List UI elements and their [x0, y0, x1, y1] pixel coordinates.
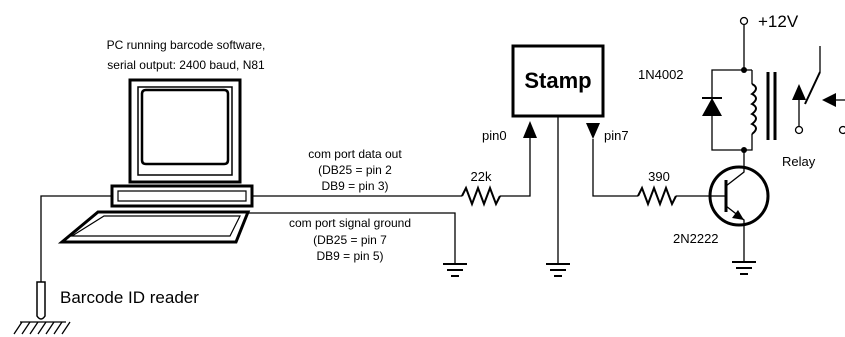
stamp-ground-symbol-icon: [546, 263, 570, 277]
resistor-22k-label: 22k: [471, 169, 492, 184]
ground-symbol-icon: [443, 263, 467, 277]
pc-computer-icon: [57, 78, 254, 244]
pc-caption-line1: PC running barcode software,: [107, 38, 266, 52]
resistor-22k-icon: [461, 185, 501, 207]
com-ground-title: com port signal ground: [289, 216, 411, 230]
supply-label: +12V: [758, 12, 799, 31]
transistor-ground-symbol-icon: [732, 261, 756, 275]
pin0-arrow-icon: [523, 121, 537, 138]
pin0-wire: [500, 126, 531, 197]
resistor-390-label: 390: [648, 169, 670, 184]
resistor-390-icon: [637, 185, 677, 207]
relay-label: Relay: [782, 154, 816, 169]
diode-icon: [702, 69, 744, 151]
stamp-box: [511, 44, 605, 118]
stamp-pin0-label: pin0: [482, 128, 507, 143]
supply-terminal-icon: [739, 16, 749, 26]
barcode-reader-label: Barcode ID reader: [60, 288, 199, 307]
diode-label: 1N4002: [638, 67, 684, 82]
hatched-surface-icon: [13, 321, 71, 335]
relay-coil-icon: [744, 69, 777, 151]
pin7-wire: [592, 139, 638, 197]
com-ground-db9: DB9 = pin 5): [316, 249, 383, 263]
transistor-icon: [708, 150, 770, 262]
stamp-label: Stamp: [524, 68, 591, 93]
com-data-db25: (DB25 = pin 2: [318, 163, 392, 177]
pc-caption-line2: serial output: 2400 baud, N81: [107, 58, 265, 72]
pin7-arrow-icon: [586, 123, 600, 139]
com-data-title: com port data out: [308, 147, 402, 161]
relay-contact-icon: [792, 46, 845, 135]
signal-ground-wire: [246, 212, 456, 264]
transistor-label: 2N2222: [673, 231, 719, 246]
barcode-reader-wand-icon: [36, 195, 112, 320]
com-ground-db25: (DB25 = pin 7: [313, 233, 387, 247]
com-data-db9: DB9 = pin 3): [321, 179, 388, 193]
stamp-pin7-label: pin7: [604, 128, 629, 143]
